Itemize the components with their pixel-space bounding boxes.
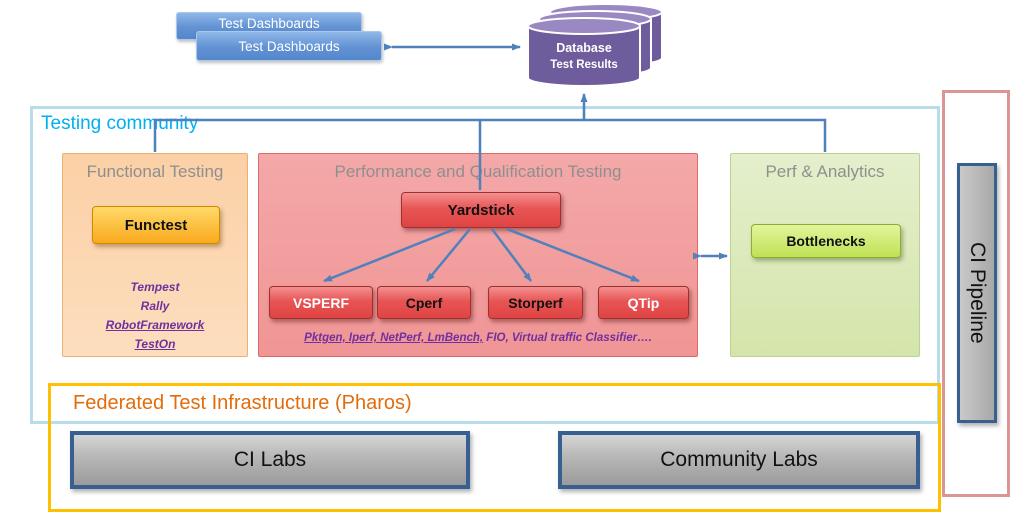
functional-testing-box: Functional Testing Functest Tempest Rall… [62,153,248,357]
federated-infrastructure-label: Federated Test Infrastructure (Pharos) [73,392,412,414]
functional-tools-list: Tempest Rally RobotFramework TestOn [63,278,247,354]
ci-pipeline-button: CI Pipeline [957,163,997,423]
database-cylinder-front [527,17,641,87]
database-cylinder-stack: Database Test Results [527,3,663,87]
ci-labs-button: CI Labs [70,431,470,489]
cperf-button: Cperf [377,286,471,319]
perf-analytics-box: Perf & Analytics Bottlenecks [730,153,920,357]
storperf-button: Storperf [488,286,583,319]
performance-tools-rest: FIO, Virtual traffic Classifier…. [483,332,652,344]
performance-tools-underlined: Pktgen, Iperf, NetPerf, LmBench, [304,332,484,344]
qtip-button: QTip [598,286,689,319]
tool-teston: TestOn [134,337,176,351]
database-title: Database [556,41,612,55]
test-dashboards-back-label: Test Dashboards [218,16,320,31]
tool-tempest: Tempest [130,280,180,294]
ci-pipeline-label: CI Pipeline [966,242,989,344]
vsperf-button: VSPERF [269,286,373,319]
test-dashboards-label: Test Dashboards [238,38,340,54]
yardstick-button: Yardstick [401,192,561,228]
performance-tools-line: Pktgen, Iperf, NetPerf, LmBench, FIO, Vi… [259,332,697,344]
federated-infrastructure-box: Federated Test Infrastructure (Pharos) [48,383,941,512]
community-labs-button: Community Labs [558,431,920,489]
tool-robotframework: RobotFramework [105,318,205,332]
perf-analytics-title: Perf & Analytics [765,162,885,181]
functest-button: Functest [92,206,220,244]
functional-testing-title: Functional Testing [86,162,224,181]
performance-testing-title: Performance and Qualification Testing [334,162,622,181]
bottlenecks-button: Bottlenecks [751,224,901,258]
performance-testing-box: Performance and Qualification Testing Ya… [258,153,698,357]
tool-rally: Rally [140,299,170,313]
test-dashboards-card: Test Dashboards [196,31,382,61]
testing-community-label: Testing community [41,113,199,134]
database-subtitle: Test Results [550,59,618,71]
